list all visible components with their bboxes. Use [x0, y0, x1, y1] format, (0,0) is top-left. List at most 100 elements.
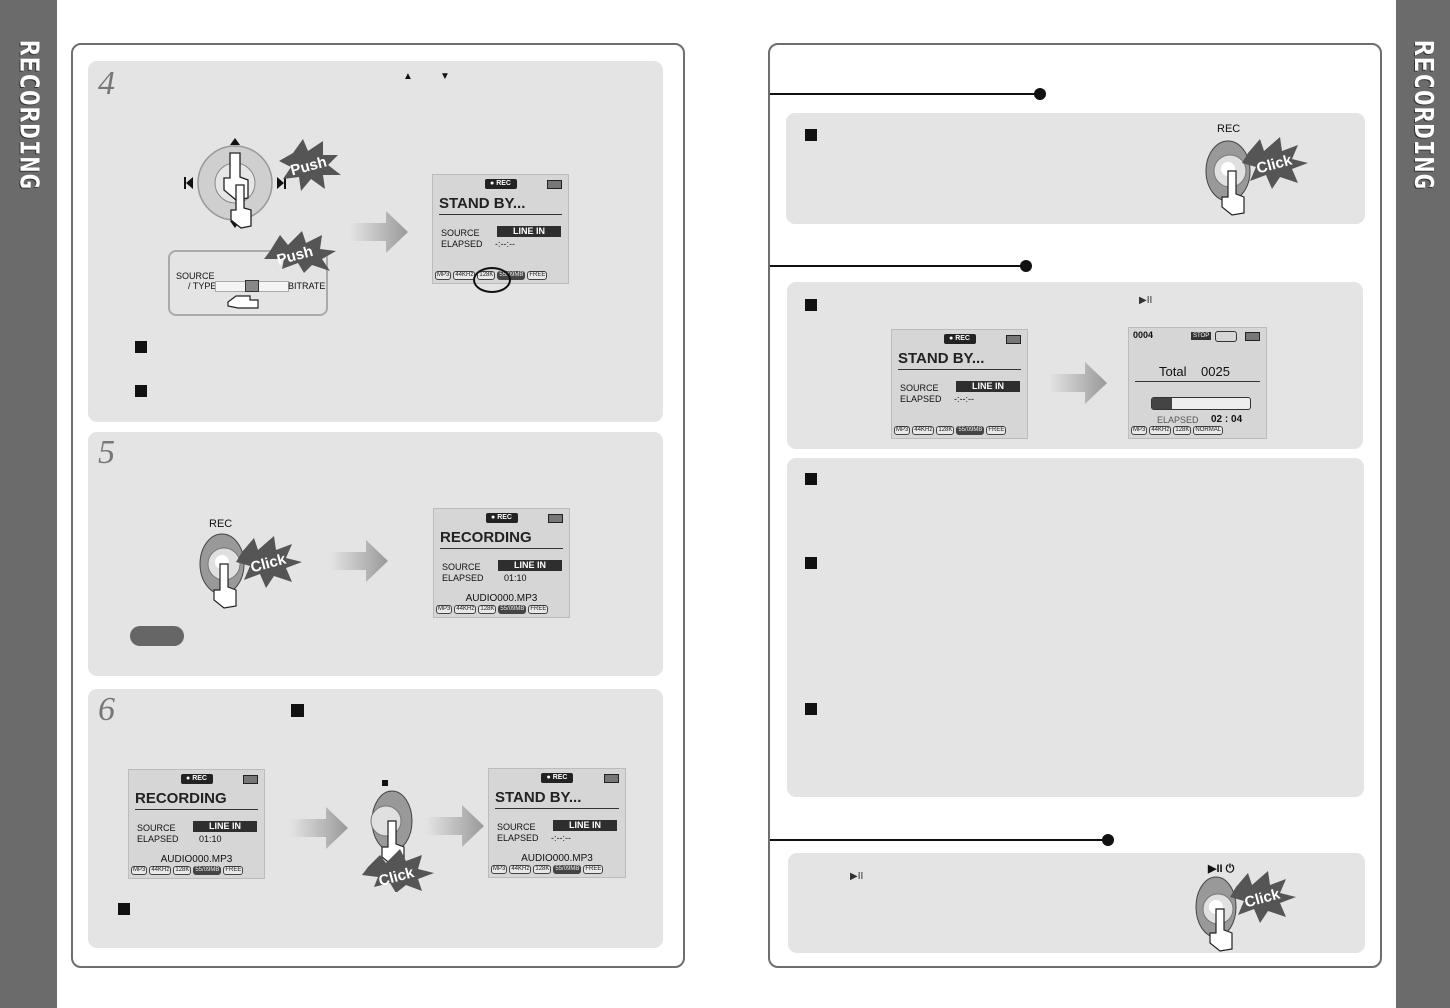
- right-arrow-icon: [350, 211, 408, 253]
- chip: FREE: [986, 426, 1007, 435]
- status-icons: [1215, 331, 1237, 342]
- step-number: 6: [98, 691, 115, 728]
- slider-knob[interactable]: [245, 280, 259, 292]
- bullet-square: [135, 385, 147, 397]
- total-label: Total: [1159, 364, 1187, 379]
- chip: 44KHz: [1149, 426, 1172, 435]
- down-arrow-icon: ▼: [440, 71, 450, 82]
- elapsed-value: 01:10: [199, 834, 222, 844]
- rec-label: REC: [209, 518, 233, 530]
- step-number: 5: [98, 434, 115, 471]
- chip: 55/09MB: [193, 866, 222, 875]
- battery-icon: [1006, 335, 1021, 344]
- hand-icon: [227, 295, 259, 309]
- elapsed-label: ELAPSED: [441, 239, 483, 249]
- play-power-label: ▶II ⏻: [1208, 863, 1235, 875]
- right-sidebar-tab: RECORDING: [1396, 0, 1450, 1008]
- chip: 128K: [533, 865, 552, 874]
- bullet-square: [805, 473, 817, 485]
- chip: 44KHz: [454, 605, 477, 614]
- bullet-square: [805, 129, 817, 141]
- push-burst: Push: [264, 231, 336, 273]
- stop-square-icon: [291, 704, 304, 717]
- rec-badge: ● REC: [485, 513, 518, 523]
- filename: AUDIO000.MP3: [160, 854, 233, 865]
- lcd-title: RECORDING: [440, 529, 563, 549]
- source-value: LINE IN: [956, 381, 1020, 392]
- lcd-recording-screen: ● REC RECORDING SOURCE LINE IN ELAPSED 0…: [433, 508, 570, 618]
- chip: MP3: [1131, 426, 1148, 435]
- lcd-title: STAND BY...: [898, 350, 1021, 370]
- elapsed-label: ELAPSED: [137, 834, 179, 844]
- track-number: 0004: [1133, 330, 1154, 340]
- chip: FREE: [583, 865, 604, 874]
- filename: AUDIO000.MP3: [465, 593, 538, 604]
- rec-badge: ● REC: [180, 774, 213, 784]
- source-value: LINE IN: [497, 226, 561, 237]
- elapsed-label: ELAPSED: [1157, 415, 1199, 425]
- lcd-standby-screen: ● REC STAND BY... SOURCE LINE IN ELAPSED…: [432, 174, 569, 284]
- bullet-square: [805, 557, 817, 569]
- lcd-recording-screen: ● REC RECORDING SOURCE LINE IN ELAPSED 0…: [128, 769, 265, 879]
- slider-type-label: / TYPE: [188, 281, 217, 291]
- chip: 55/09MB: [498, 605, 527, 614]
- battery-icon: [604, 774, 619, 783]
- total-value: 0025: [1201, 364, 1230, 379]
- chip: 44KHz: [509, 865, 532, 874]
- filename: AUDIO000.MP3: [521, 853, 593, 864]
- right-arrow-icon: [426, 805, 484, 847]
- slider-source-label: SOURCE: [176, 271, 215, 281]
- elapsed-label: ELAPSED: [497, 833, 539, 843]
- elapsed-value: 02 : 04: [1211, 414, 1243, 425]
- source-value: LINE IN: [193, 821, 257, 832]
- bullet-square: [805, 299, 817, 311]
- lcd-status-chips: MP3 44KHz 128K 55/09MB FREE: [436, 605, 567, 614]
- lcd-status-chips: MP3 44KHz 128K 55/09MB FREE: [491, 865, 623, 874]
- lcd-status-chips: MP3 44KHz 128K NORMAL: [1131, 426, 1264, 435]
- start-recording-panel: REC Click: [786, 113, 1365, 224]
- section-dot: [1102, 834, 1114, 846]
- left-sidebar-tab: RECORDING: [0, 0, 57, 1008]
- chip: MP3: [435, 271, 452, 280]
- chip: MP3: [131, 866, 148, 875]
- battery-icon: [1245, 332, 1260, 341]
- progress-bar: [1151, 397, 1251, 410]
- slider-bitrate-label: BITRATE: [288, 281, 326, 291]
- rec-badge: ● REC: [943, 334, 976, 344]
- lcd-standby-screen: ● REC STAND BY... SOURCE LINE IN ELAPSED…: [488, 768, 626, 878]
- battery-icon: [547, 180, 562, 189]
- up-arrow-icon: ▲: [403, 71, 413, 82]
- rec-badge: ● REC: [484, 179, 517, 189]
- note-badge: [130, 626, 184, 646]
- lcd-playback-screen: 0004 STOP Total 0025 ELAPSED 02 : 04 MP3…: [1128, 327, 1267, 439]
- chip: 44KHz: [149, 866, 172, 875]
- chip: MP3: [894, 426, 911, 435]
- chip: FREE: [223, 866, 244, 875]
- rec-dial-illustration: Click: [1205, 137, 1308, 216]
- source-label: SOURCE: [137, 823, 176, 833]
- battery-icon: [243, 775, 258, 784]
- stop-playback-panel: ▶II ▶II ⏻ Click: [788, 853, 1365, 953]
- sidebar-label: RECORDING: [1408, 40, 1438, 190]
- source-value: LINE IN: [498, 560, 562, 571]
- chip: FREE: [527, 271, 548, 280]
- chip: 128K: [1173, 426, 1192, 435]
- play-pause-icon: ▶II: [850, 871, 864, 882]
- chip: FREE: [528, 605, 549, 614]
- source-label: SOURCE: [497, 822, 536, 832]
- sidebar-label: RECORDING: [13, 40, 44, 190]
- chip: 55/09MB: [553, 865, 582, 874]
- section-divider: [770, 93, 1038, 95]
- section-dot: [1034, 88, 1046, 100]
- stop-badge: STOP: [1191, 332, 1212, 340]
- rec-dial-illustration: Click: [199, 533, 302, 609]
- section-divider: [770, 839, 1110, 841]
- navigation-pad-illustration: Push: [184, 138, 341, 229]
- lcd-title: STAND BY...: [495, 789, 619, 809]
- play-pause-icon: ▶II: [1139, 295, 1153, 306]
- elapsed-label: ELAPSED: [900, 394, 942, 404]
- right-arrow-icon: [1049, 362, 1107, 404]
- source-label: SOURCE: [442, 562, 481, 572]
- chip: 128K: [936, 426, 955, 435]
- section-divider: [770, 265, 1026, 267]
